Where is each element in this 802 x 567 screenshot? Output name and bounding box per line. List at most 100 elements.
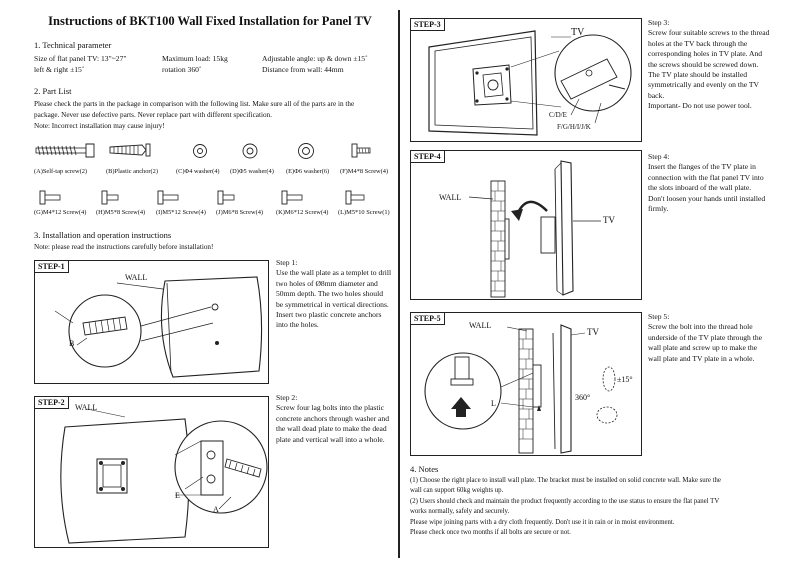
step-1-label: STEP-1 [35, 261, 69, 273]
part-g-label: (G)M4*12 Screw(4) [34, 209, 87, 216]
part-l-label: (L)M5*10 Screw(1) [338, 209, 390, 216]
step-1-heading: Step 1: [276, 258, 298, 267]
max-load: Maximum load: 15kg [162, 54, 228, 63]
adjustable-angle: Adjustable angle: up & down ±15˚ [262, 54, 368, 63]
step-3-screw-callout: F/G/H/I/J/K [557, 123, 591, 131]
brick-wall-icon [518, 328, 534, 454]
notes-list: (1) Choose the right place to install wa… [410, 476, 792, 538]
step-3-figure: STEP-3 TV C/D/E F/G/H/I/J/K [410, 18, 642, 142]
step-3-line: symmetrically and evenly on the TV [648, 80, 759, 90]
step-2-figure: STEP-2 WALL E A [34, 396, 269, 548]
washer-c-icon [193, 144, 207, 158]
step-3-line: corresponding holes in TV plate. And [648, 49, 763, 59]
note-line: (2) Users should check and maintain the … [410, 497, 720, 505]
step-2-a-callout: A [213, 505, 219, 514]
step-5-line: wall plate and TV plate in a whole. [648, 353, 755, 363]
step-3-drawing [428, 30, 632, 136]
step-3-line: The TV plate should be installed [648, 70, 748, 80]
washer-d-icon [242, 143, 258, 159]
step-1-b-callout: B [69, 339, 75, 348]
part-b-label: (B)Plastic anchor(2) [106, 168, 158, 175]
column-divider [398, 10, 400, 558]
part-list-warning: Note: Incorrect installation may cause i… [34, 122, 165, 130]
plastic-anchor-icon [109, 143, 151, 157]
step-4-tv-callout: TV [603, 215, 615, 225]
step-2-drawing [60, 408, 268, 544]
step-3-line: holes at the TV back through the [648, 38, 748, 48]
part-k-label: (K)M6*12 Screw(4) [276, 209, 329, 216]
note-line: wall can support 60kg weights up. [410, 487, 504, 495]
step-2-line: plate and vertical wall into a whole. [276, 434, 385, 444]
step-4-heading: Step 4: [648, 152, 670, 161]
part-list-heading: 2. Part List [34, 86, 72, 96]
step-3-washer-callout: C/D/E [549, 111, 567, 119]
left-right-angle: left & right ±15˚ [34, 65, 85, 74]
part-e-label: (E)Φ6 washer(6) [286, 168, 330, 175]
parts-row-1-drawings [35, 143, 371, 205]
step-5-rotation-angle: 360° [575, 393, 591, 402]
part-j-label: (J)M6*8 Screw(4) [216, 209, 264, 216]
installation-note: Note: please read the instructions caref… [34, 243, 214, 251]
step-4-line: connection with the flat panel TV into [648, 172, 764, 182]
step-4-line: firmly. [648, 204, 669, 214]
step-2-line: concrete anchors through washer and [276, 413, 390, 423]
step-4-line: Insert the flanges of the TV plate in [648, 162, 756, 172]
step-5-label: STEP-5 [411, 313, 445, 325]
step-2-wall-callout: WALL [75, 403, 98, 412]
part-c-label: (C)Φ4 washer(4) [176, 168, 220, 175]
step-4-line: Don't loosen your hands until installed [648, 193, 766, 203]
step-1-line: Insert two plastic concrete anchors [276, 310, 382, 320]
step-4-drawing [468, 160, 601, 298]
tech-parameter-heading: 1. Technical parameter [34, 40, 112, 50]
screw-h-icon [101, 190, 119, 205]
step-1-line: two holes of Ø8mm diameter and [276, 278, 378, 288]
step-5-tilt-angle: ±15° [617, 375, 633, 384]
step-3-label: STEP-3 [411, 19, 445, 31]
screw-f-icon [351, 143, 371, 158]
part-f-label: (F)M4*8 Screw(4) [340, 168, 389, 175]
step-5-line: Screw the bolt into the thread hole [648, 322, 753, 332]
step-1-line: 50mm depth. The two holes should [276, 289, 384, 299]
installation-heading: 3. Installation and operation instructio… [34, 230, 172, 240]
step-5-line: wall plate and screw up to make the [648, 343, 758, 353]
step-2-text: Step 2: Screw four lag bolts into the pl… [276, 393, 396, 445]
part-list-line-1: Please check the parts in the package in… [34, 100, 355, 108]
note-line: (1) Choose the right place to install wa… [410, 477, 721, 484]
step-2-heading: Step 2: [276, 393, 298, 402]
rotation: rotation 360˚ [162, 65, 202, 74]
step-2-line: the wall dead plate to make the dead [276, 424, 387, 434]
step-3-tv-callout: TV [571, 27, 585, 38]
washer-e-icon [298, 143, 314, 159]
step-5-heading: Step 5: [648, 312, 670, 321]
step-1-line: be symmetrical in vertical directions. [276, 299, 389, 309]
step-1-text: Step 1: Use the wall plate as a templet … [276, 258, 396, 331]
step-1-line: into the holes. [276, 320, 319, 330]
step-5-text: Step 5: Screw the bolt into the thread h… [648, 312, 793, 364]
step-5-drawing [424, 324, 618, 454]
screw-i-icon [157, 190, 179, 205]
step-2-e-callout: E [175, 491, 180, 500]
page-title: Instructions of BKT100 Wall Fixed Instal… [48, 14, 372, 28]
screw-k-icon [281, 190, 303, 205]
step-4-text: Step 4: Insert the flanges of the TV pla… [648, 152, 793, 214]
step-4-wall-callout: WALL [439, 193, 462, 202]
step-3-line: back. [648, 90, 665, 100]
brick-wall-icon [490, 180, 506, 298]
step-5-figure: STEP-5 WALL TV L ±15° 360° [410, 312, 642, 456]
step-2-label: STEP-2 [35, 397, 69, 409]
step-3-line: the screws should be screwed down. [648, 59, 759, 69]
step-5-l-callout: L [491, 399, 496, 408]
part-d-label: (D)Φ5 washer(4) [230, 168, 274, 175]
step-4-line: the slots inboard of the wall plate. [648, 183, 752, 193]
step-1-figure: STEP-1 WALL B [34, 260, 269, 384]
step-1-line: Use the wall plate as a templet to drill [276, 268, 392, 278]
step-5-tv-callout: TV [587, 327, 599, 337]
part-a-label: (A)Self-tap screw(2) [34, 168, 88, 175]
step-1-drawing [54, 276, 263, 378]
tv-size: Size of flat panel TV: 13"~27" [34, 54, 127, 63]
step-2-line: Screw four lag bolts into the plastic [276, 403, 384, 413]
step-4-figure: STEP-4 WALL TV [410, 150, 642, 300]
screw-j-icon [217, 190, 235, 205]
screw-l-icon [345, 190, 365, 205]
